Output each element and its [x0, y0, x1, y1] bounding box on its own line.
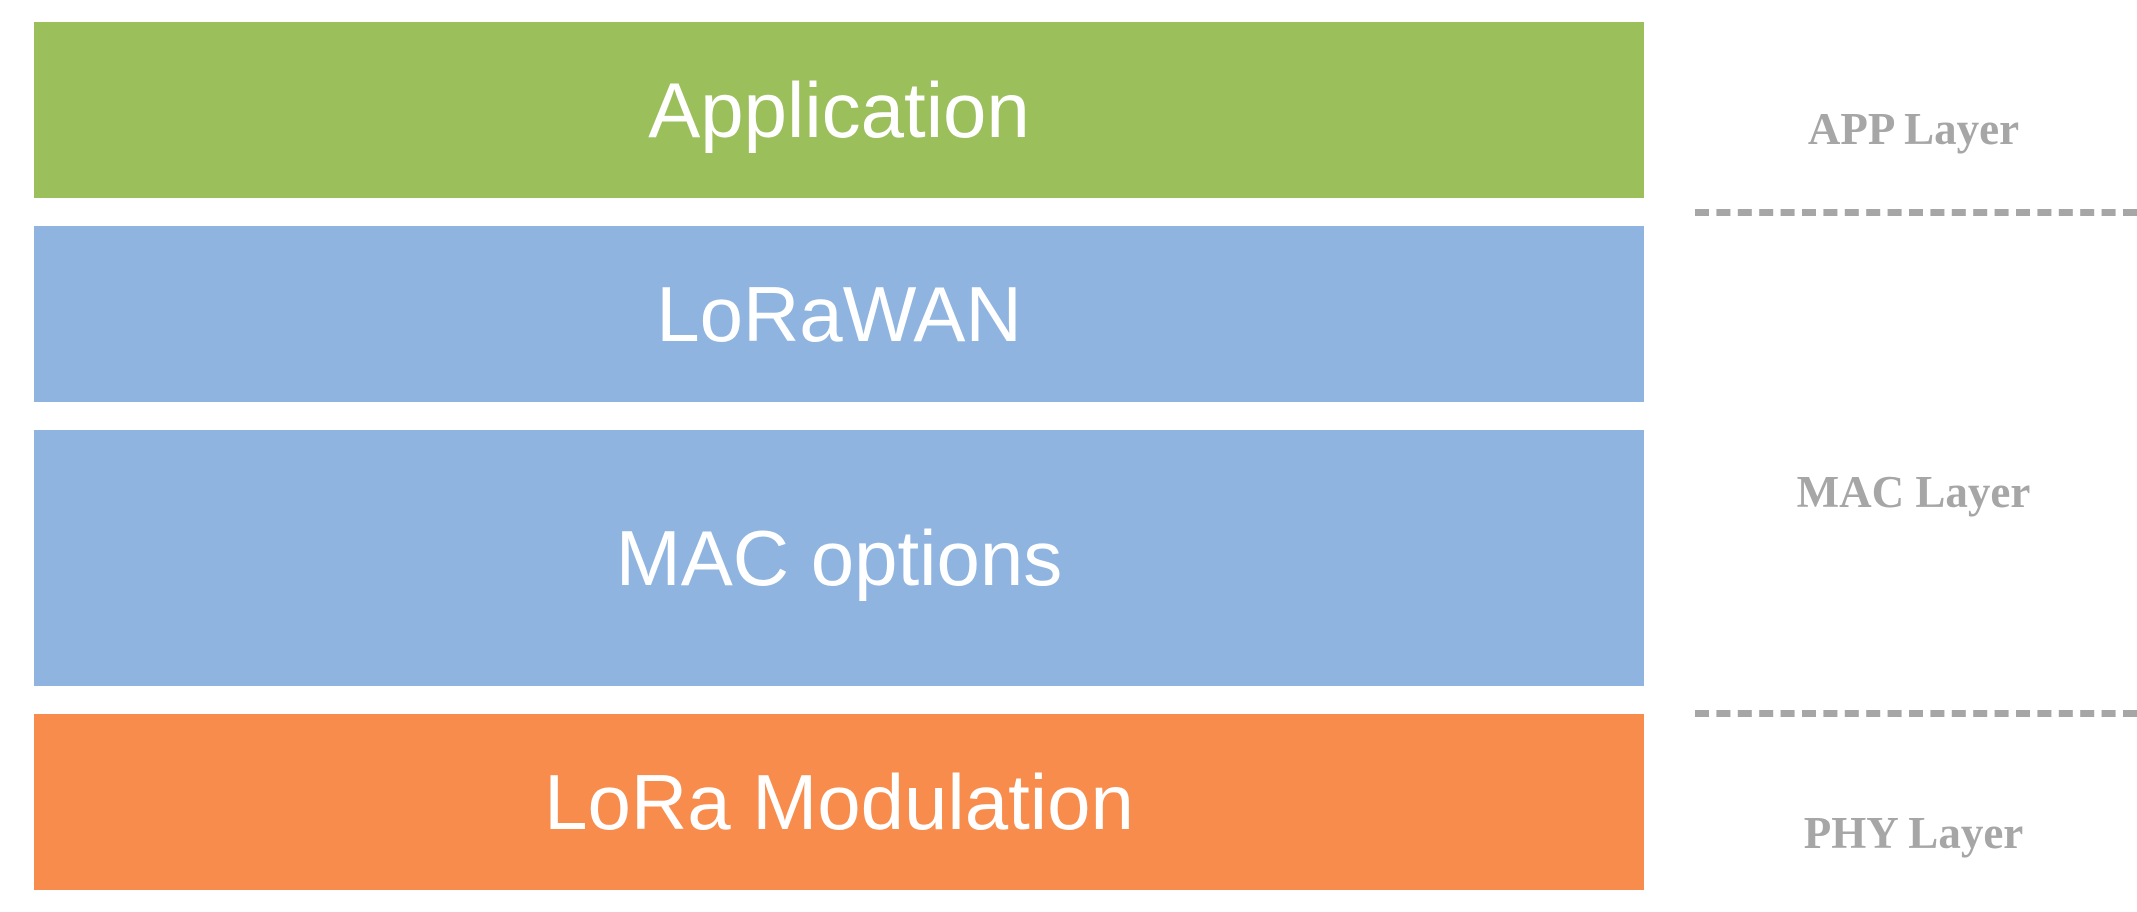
- application-block: Application: [34, 22, 1644, 198]
- lora-modulation-block: LoRa Modulation: [34, 714, 1644, 890]
- lorawan-block: LoRaWAN: [34, 226, 1644, 402]
- mac-phy-divider: [1695, 710, 2137, 717]
- phy-layer-label: PHY Layer: [1803, 808, 2024, 858]
- app-layer-label: APP Layer: [1807, 104, 2020, 154]
- app-mac-divider: [1695, 209, 2137, 216]
- mac-layer-label: MAC Layer: [1796, 467, 2031, 517]
- mac-options-block: MAC options: [34, 430, 1644, 686]
